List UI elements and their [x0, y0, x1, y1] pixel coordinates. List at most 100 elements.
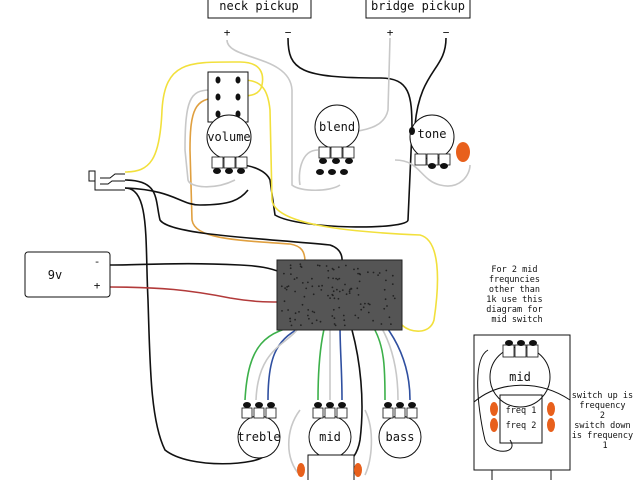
board-pad	[333, 317, 336, 319]
board-pad	[364, 302, 366, 305]
volume-pot: volume	[206, 114, 252, 174]
board-pad	[318, 285, 320, 288]
circuit-board	[276, 259, 403, 331]
board-pad	[332, 277, 334, 280]
freq1-label: freq 1	[506, 406, 537, 416]
board-pad	[337, 266, 340, 269]
battery-9v: 9v - +	[24, 251, 111, 298]
board-pad	[358, 280, 361, 283]
board-pad	[362, 306, 365, 309]
board-pad	[357, 317, 360, 319]
board-pad	[344, 283, 346, 286]
bridge-pickup: bridge pickup + −	[365, 0, 471, 39]
board-pad	[333, 323, 336, 325]
board-pad	[383, 307, 386, 310]
board-pad	[391, 274, 394, 277]
board-pad	[385, 279, 387, 282]
board-pad	[280, 285, 283, 288]
bridge-minus: −	[443, 26, 450, 39]
board-pad	[307, 281, 309, 284]
board-pad	[287, 309, 289, 311]
board-pad	[308, 317, 310, 320]
board-pad	[372, 319, 374, 322]
board-pad	[372, 271, 375, 274]
board-pad	[316, 264, 319, 267]
treble-label: treble	[237, 430, 280, 444]
board-pad	[301, 303, 304, 306]
treble-pot: treble	[237, 402, 281, 459]
board-pad	[336, 288, 338, 291]
tone-label: tone	[418, 127, 447, 141]
board-pad	[336, 278, 339, 281]
board-pad	[294, 290, 296, 293]
mid-pot: mid	[297, 402, 362, 480]
board-pad	[299, 263, 302, 265]
neck-pickup: neck pickup + −	[207, 0, 312, 39]
board-pad	[378, 272, 381, 274]
board-pad	[296, 277, 298, 279]
board-pad	[390, 323, 392, 325]
board-pad	[327, 269, 330, 272]
board-pad	[393, 297, 396, 300]
board-pad	[294, 312, 297, 315]
board-pad	[359, 273, 362, 276]
board-pad	[367, 271, 369, 274]
board-pad	[298, 311, 300, 313]
board-pad	[290, 273, 292, 275]
board-pad	[290, 324, 293, 327]
inset-note: For 2 mid frequncies other than 1k use t…	[486, 265, 547, 325]
board-pad	[368, 303, 371, 306]
board-pad	[287, 285, 290, 287]
output-jack	[88, 170, 125, 191]
board-pad	[332, 308, 335, 311]
board-pad	[307, 314, 309, 317]
board-pad	[300, 324, 302, 326]
board-pad	[348, 292, 351, 294]
battery-minus: -	[94, 255, 101, 268]
board-pad	[386, 305, 388, 307]
board-pad	[289, 320, 292, 323]
board-pad	[311, 277, 313, 280]
board-pad	[286, 286, 288, 288]
board-pad	[338, 306, 341, 309]
board-pad	[327, 276, 330, 279]
board-pad	[334, 324, 337, 327]
board-pad	[388, 316, 391, 319]
board-pad	[341, 289, 344, 291]
board-pad	[332, 290, 335, 293]
board-pad	[343, 324, 346, 327]
board-pad	[301, 282, 304, 284]
board-pad	[319, 320, 322, 323]
neck-plus: +	[224, 26, 231, 39]
board-pad	[383, 288, 386, 291]
board-pad	[311, 310, 314, 313]
board-pad	[377, 274, 379, 276]
board-pad	[343, 319, 346, 322]
board-pad	[315, 319, 318, 322]
board-pad	[359, 303, 362, 305]
board-pad	[299, 265, 302, 268]
board-pad	[327, 294, 329, 297]
board-pad	[331, 315, 334, 317]
battery-plus: +	[94, 279, 101, 292]
board-pad	[367, 302, 370, 305]
board-pad	[289, 264, 292, 267]
board-pad	[285, 288, 288, 291]
wires	[109, 37, 471, 476]
neck-pickup-label: neck pickup	[219, 0, 298, 13]
board-pad	[331, 286, 334, 289]
volume-label: volume	[207, 130, 250, 144]
board-pad	[392, 295, 395, 297]
board-pad	[325, 265, 328, 267]
board-pad	[329, 297, 331, 299]
tone-capacitor	[456, 142, 470, 162]
board-pad	[305, 287, 308, 290]
board-pad	[293, 278, 296, 280]
board-pad	[345, 293, 348, 296]
board-pad	[283, 300, 286, 303]
board-pad	[294, 318, 296, 321]
board-pad	[342, 314, 345, 317]
board-pad	[337, 297, 340, 300]
board-pad	[391, 283, 394, 285]
